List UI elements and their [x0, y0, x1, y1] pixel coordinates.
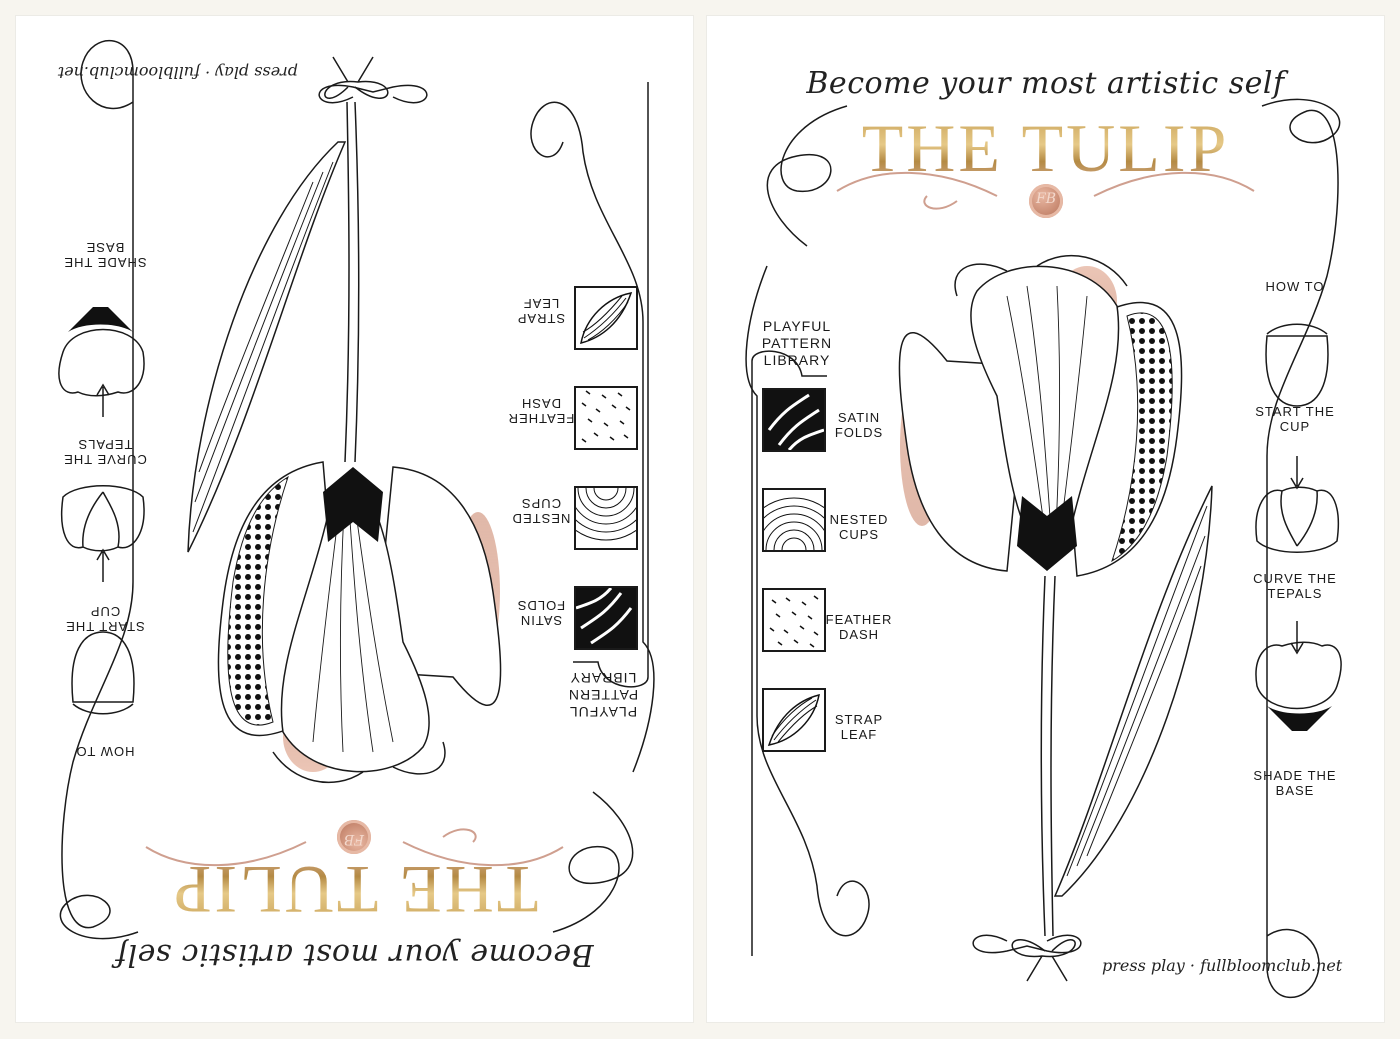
poster-title: THE TULIP [16, 852, 693, 928]
pattern-label-strap-leaf: STRAP LEAF [516, 296, 566, 326]
tulip-back-petals [954, 254, 1128, 297]
library-connector [751, 350, 827, 956]
frame-flourish [745, 98, 1341, 999]
strap-leaf-swatch [574, 286, 638, 350]
frame-flourish [59, 39, 655, 940]
rotated-poster-content: Become your most artistic self THE TULIP… [16, 16, 693, 1022]
pattern-library-title: PLAYFUL PATTERN LIBRARY [567, 670, 639, 720]
pattern-label-strap-leaf: STRAP LEAF [834, 712, 884, 742]
step-tepals-drawing [61, 485, 145, 552]
tulip-leaf [1053, 485, 1213, 897]
how-to-title: HOW TO [1265, 279, 1325, 294]
step-tepals-drawing [1255, 486, 1339, 553]
poster-illustration [745, 98, 1342, 999]
step-shade-drawing [58, 328, 145, 397]
step-label-curve-tepals: CURVE THE TEPALS [1253, 571, 1337, 601]
wax-seal: FB [337, 820, 371, 854]
poster-title: THE TULIP [707, 114, 1384, 182]
tulip-stem [344, 101, 360, 463]
nested-cups-swatch [574, 486, 638, 550]
tulip-dotted-band [227, 475, 289, 726]
nested-cups-swatch [762, 488, 826, 552]
step-label-start-cup: START THE CUP [65, 604, 145, 634]
tulip-leaf [187, 141, 347, 553]
tulip-base-shading [323, 467, 383, 542]
seal-initials: FB [344, 831, 365, 847]
credit-line: press play · fullbloomclub.net [1102, 956, 1343, 975]
step-cup-drawing [1265, 323, 1329, 407]
title-ornament [145, 828, 564, 867]
step-shade-fill [1267, 706, 1332, 731]
step-label-start-cup: START THE CUP [1255, 404, 1335, 434]
feather-dash-swatch [574, 386, 638, 450]
pattern-label-satin-folds: SATIN FOLDS [516, 598, 566, 628]
poster-card-rotated: Become your most artistic self THE TULIP… [16, 16, 693, 1022]
title-ornament [836, 171, 1255, 210]
step-label-shade-base: SHADE THE BASE [1253, 768, 1337, 798]
step-arrow-1 [1290, 456, 1304, 490]
tagline: Become your most artistic self [806, 66, 1285, 101]
poster-card: Become your most artistic self THE TULIP… [707, 16, 1384, 1022]
tulip-stem [1040, 575, 1056, 937]
step-shade-fill [68, 307, 133, 332]
satin-folds-swatch [762, 388, 826, 452]
pattern-label-feather-dash: FEATHER DASH [507, 396, 575, 426]
step-shade-drawing [1255, 641, 1342, 710]
credit-line: press play · fullbloomclub.net [57, 63, 298, 82]
library-connector [573, 82, 649, 688]
seal-initials: FB [1035, 191, 1056, 207]
step-arrow-2 [1290, 621, 1304, 655]
tulip-base-shading [1017, 496, 1077, 571]
satin-folds-swatch [574, 586, 638, 650]
step-arrow-2 [96, 383, 110, 417]
bow [324, 56, 389, 99]
pattern-label-feather-dash: FEATHER DASH [825, 612, 893, 642]
bow [1011, 939, 1076, 982]
pattern-label-nested-cups: NESTED CUPS [511, 496, 571, 526]
feather-dash-swatch [762, 588, 826, 652]
step-cup-drawing [71, 631, 135, 715]
pattern-library-title: PLAYFUL PATTERN LIBRARY [761, 318, 833, 368]
tulip-back-petals [272, 741, 446, 784]
tulip-dotted-band [1111, 312, 1173, 563]
step-label-curve-tepals: CURVE THE TEPALS [63, 437, 147, 467]
how-to-title: HOW TO [75, 744, 135, 759]
poster-illustration [58, 39, 655, 940]
wax-seal: FB [1029, 184, 1063, 218]
strap-leaf-swatch [762, 688, 826, 752]
step-label-shade-base: SHADE THE BASE [63, 240, 147, 270]
pattern-label-nested-cups: NESTED CUPS [829, 512, 889, 542]
tagline: Become your most artistic self [115, 937, 594, 972]
pattern-label-satin-folds: SATIN FOLDS [834, 410, 884, 440]
step-arrow-1 [96, 548, 110, 582]
